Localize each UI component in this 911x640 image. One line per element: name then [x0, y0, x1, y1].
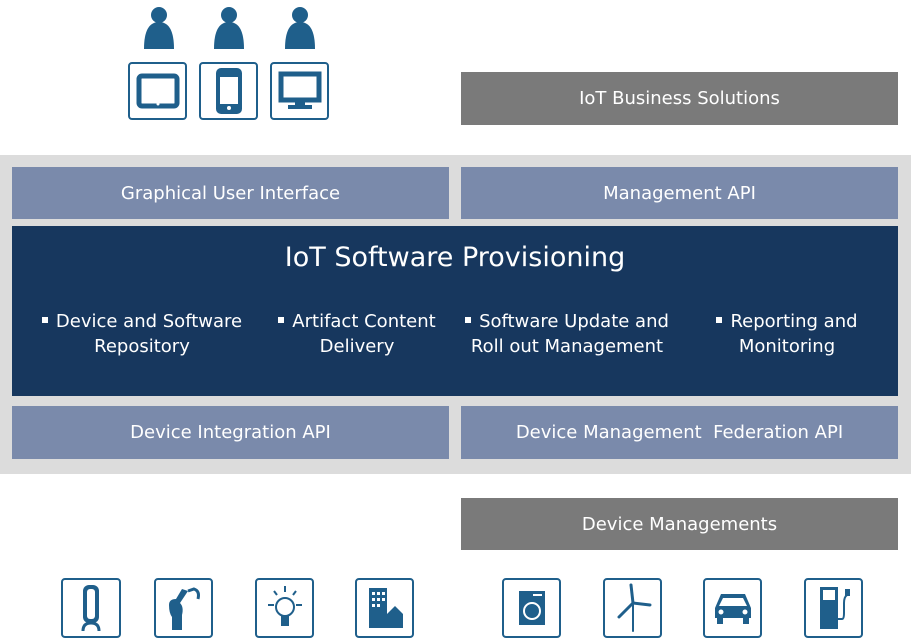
person-icon: [283, 2, 319, 50]
device-managements-box: Device Managements: [461, 498, 898, 550]
management-api-box: Management API: [461, 167, 898, 219]
air-purifier-icon: [61, 578, 121, 638]
car-icon: [703, 578, 762, 638]
smartphone-icon: [199, 62, 258, 120]
person-icon: [212, 2, 248, 50]
iot-software-provisioning-box: IoT Software Provisioning Device and Sof…: [12, 226, 898, 396]
person-icon: [142, 2, 178, 50]
washing-machine-icon: [502, 578, 561, 638]
robot-arm-icon: [154, 578, 213, 638]
graphical-user-interface-box: Graphical User Interface: [12, 167, 449, 219]
light-bulb-icon: [255, 578, 314, 638]
building-icon: [355, 578, 414, 638]
iot-business-solutions-box: IoT Business Solutions: [461, 72, 898, 125]
charging-station-icon: [804, 578, 863, 638]
wind-turbine-icon: [603, 578, 662, 638]
device-integration-api-box: Device Integration API: [12, 406, 449, 459]
monitor-icon: [270, 62, 329, 120]
tablet-icon: [128, 62, 187, 120]
device-federation-api-box: Device Management Federation API: [461, 406, 898, 459]
core-title: IoT Software Provisioning: [284, 242, 626, 273]
